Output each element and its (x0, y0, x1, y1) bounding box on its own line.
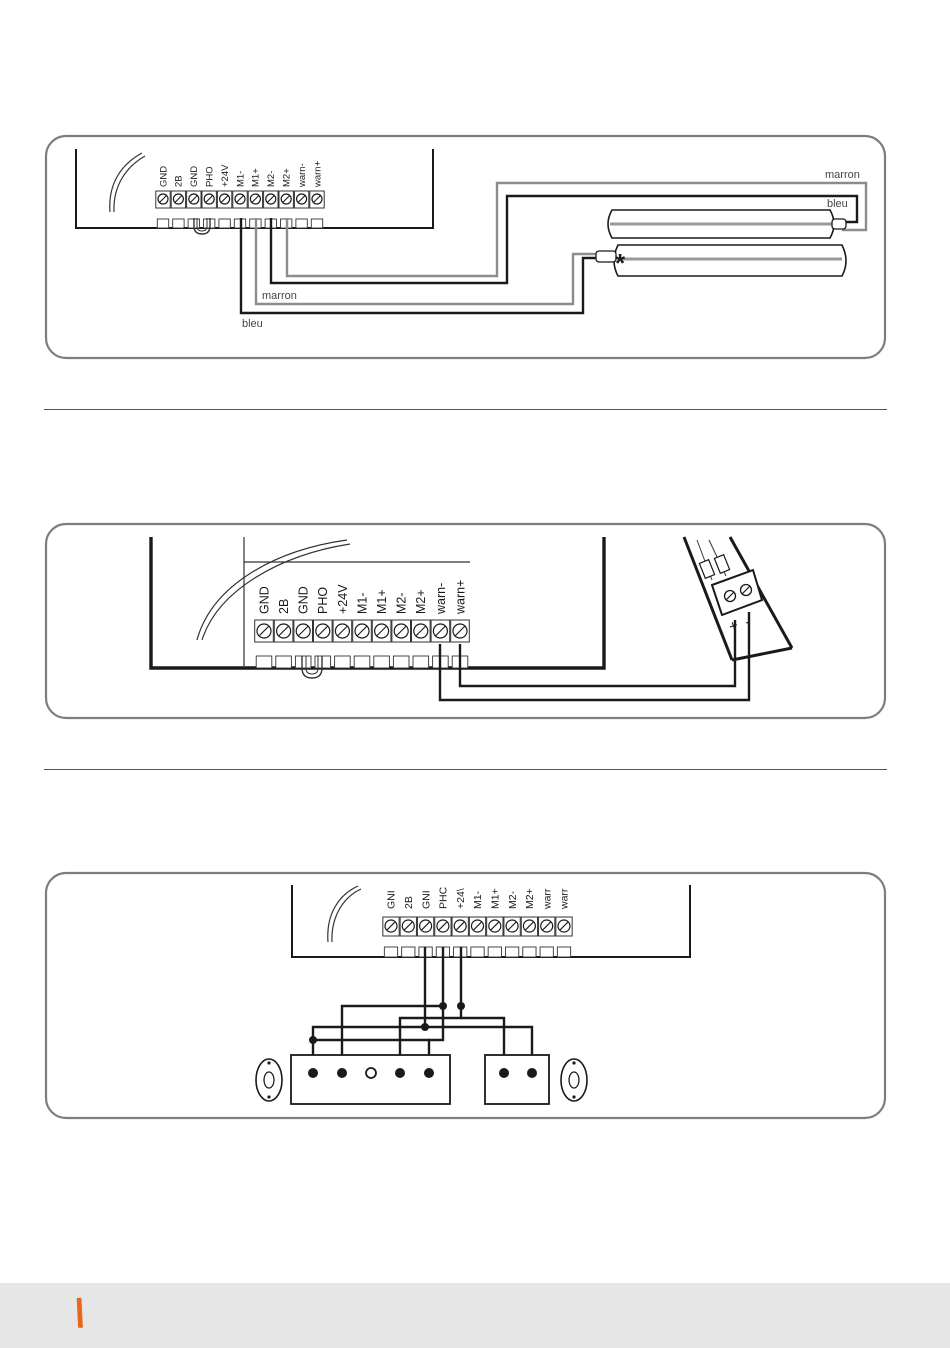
label-bleu-bottom: bleu (242, 318, 263, 330)
diagram-3: GNI 2B GNI PHC +24\ M1- M1+ M2- M2+ warr warr (46, 873, 885, 1118)
terminal-1-label: GND (158, 166, 169, 187)
terminal-2-label: warn- (434, 583, 448, 615)
terminal-3-label: M2+ (524, 888, 536, 909)
lens-left-icon (256, 1059, 282, 1101)
terminal-1-label: GND (189, 166, 200, 187)
terminal-2-label: M1+ (375, 589, 389, 614)
photocell-transmitter (485, 1055, 549, 1104)
terminal-2-label: warn+ (453, 580, 467, 615)
terminal-1-label: warn- (297, 163, 308, 188)
terminal-3-label: +24\ (455, 888, 467, 909)
safety-edge-top (608, 210, 846, 238)
safety-edge-bottom: * (596, 245, 846, 278)
terminal-1-label: warn+ (312, 160, 323, 188)
lens-right-icon (561, 1059, 587, 1101)
terminal-3-label: GNI (420, 890, 432, 909)
label-marron-bottom: marron (262, 290, 297, 302)
terminal-2-label: GND (257, 586, 271, 614)
terminal-1-label: M1+ (251, 168, 262, 187)
terminal-1-label: PHO (205, 166, 216, 187)
terminal-2-label: M2+ (414, 589, 428, 614)
terminal-3-label: PHC (438, 886, 450, 909)
terminal-1-label: M2+ (282, 168, 293, 187)
terminal-2-label: M1- (355, 592, 369, 614)
terminal-3-label: 2B (403, 896, 415, 909)
terminal-3-label: M2- (507, 890, 519, 909)
photocell-receiver (291, 1055, 450, 1104)
terminal-3-label: warr (541, 888, 553, 910)
terminal-1-label: M2- (266, 171, 277, 187)
terminal-3-label: GNI (386, 890, 398, 909)
terminal-2-label: M2- (395, 592, 409, 614)
terminal-2-label: 2B (277, 599, 291, 614)
terminal-3-label: M1+ (489, 888, 501, 909)
label-marron-top: marron (825, 169, 860, 181)
terminal-2-label: +24V (336, 584, 350, 614)
terminal-3-label: warr (559, 888, 571, 910)
terminal-1-label: +24V (220, 164, 231, 187)
terminal-3-label: M1- (472, 890, 484, 909)
terminal-2-label: GND (297, 586, 311, 614)
terminal-1-label: M1- (235, 171, 246, 187)
terminal-1-label: 2B (174, 175, 185, 187)
asterisk-mark: * (615, 248, 626, 278)
label-bleu-top: bleu (827, 198, 848, 210)
footer-bar (0, 1283, 950, 1348)
terminal-2-label: PHO (316, 587, 330, 614)
